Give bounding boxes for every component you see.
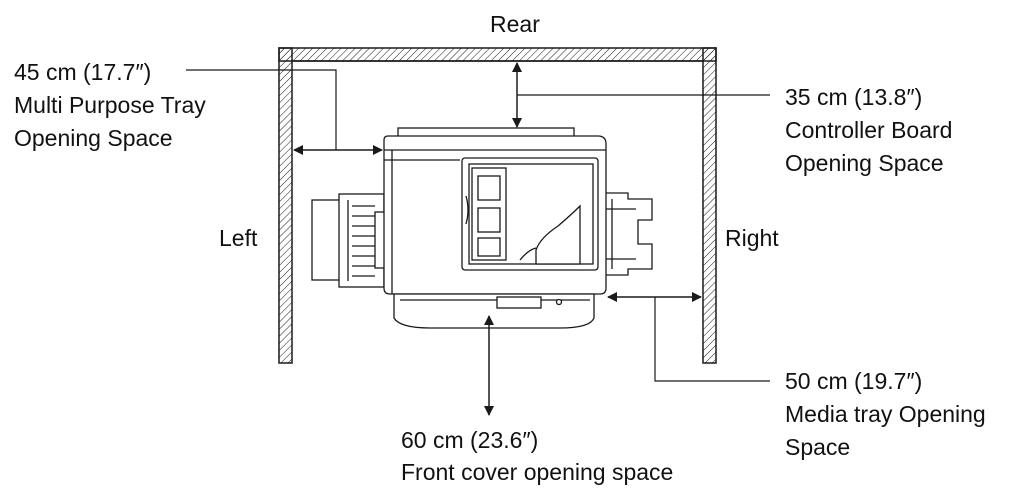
left-clearance-desc-line2: Opening Space	[14, 125, 173, 151]
rear-label: Rear	[490, 11, 540, 37]
power-indicator	[555, 298, 563, 306]
left-label: Left	[219, 225, 258, 251]
left-clearance-leader	[186, 69, 337, 150]
left-clearance-value: 45 cm (17.7″)	[14, 59, 152, 85]
left-wall	[278, 47, 293, 364]
front-clearance-value: 60 cm (23.6″)	[401, 427, 539, 453]
multi-purpose-tray	[311, 193, 390, 288]
media-tray	[599, 192, 653, 276]
left-clearance-desc-line1: Multi Purpose Tray	[14, 92, 206, 118]
right-label: Right	[725, 225, 779, 251]
right-clearance-leader	[654, 297, 770, 382]
right-clearance-desc-line2: Space	[785, 434, 851, 460]
right-clearance-desc-line1: Media tray Opening	[785, 401, 986, 427]
front-clearance-desc-line1: Front cover opening space	[401, 459, 674, 485]
right-wall	[702, 47, 717, 364]
leader-lines	[186, 69, 770, 382]
rear-clearance-desc-line2: Opening Space	[785, 150, 944, 176]
printer-top-view	[311, 127, 653, 329]
room-walls	[278, 47, 717, 364]
right-clearance-value: 50 cm (19.7″)	[785, 368, 923, 394]
rear-clearance-desc-line1: Controller Board	[785, 117, 953, 143]
rear-clearance-value: 35 cm (13.8″)	[785, 84, 923, 110]
rear-wall	[278, 47, 717, 62]
operator-panel-display	[496, 296, 542, 309]
front-panel	[393, 293, 595, 329]
